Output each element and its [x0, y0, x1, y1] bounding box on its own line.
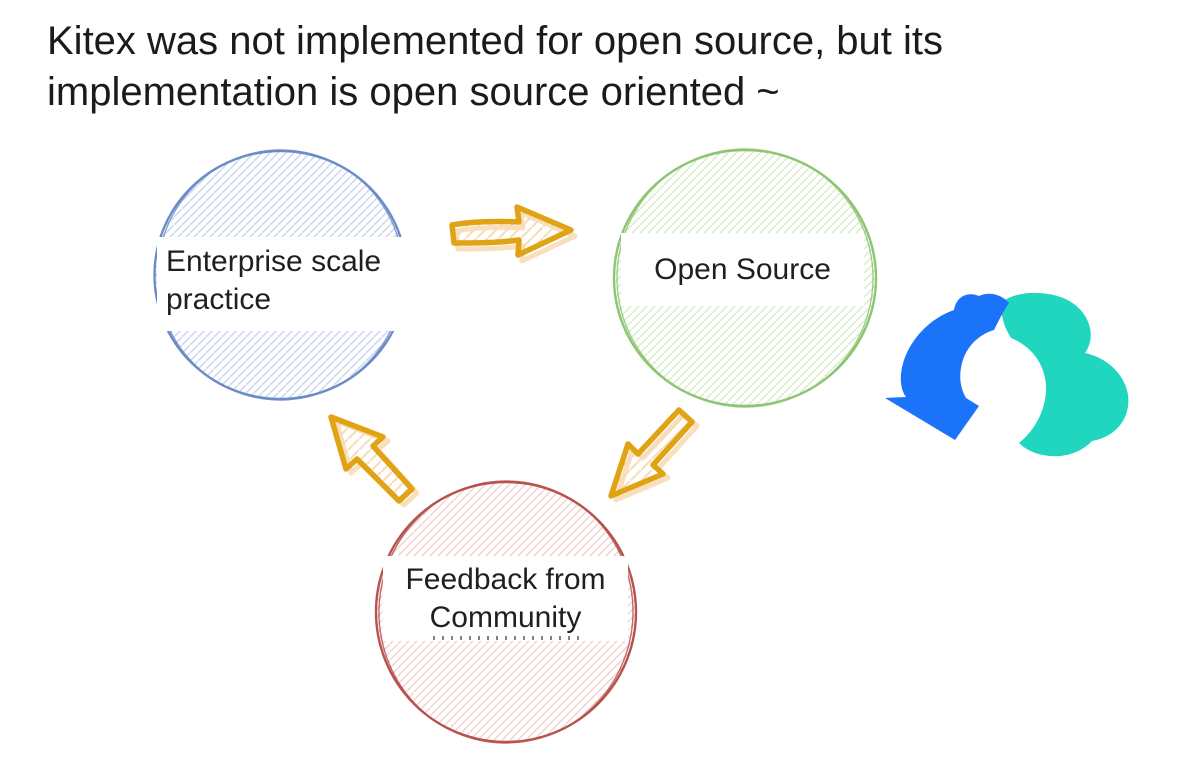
clipped-text-marks [433, 636, 579, 640]
arrow-feedback-to-enterprise [328, 414, 419, 508]
open-source-circle-sketch-stroke [616, 148, 874, 408]
enterprise-label: Enterprise scale practice [157, 237, 412, 331]
enterprise-label-line-1: Enterprise scale [166, 245, 382, 278]
feedback-circle-sketch-stroke [378, 480, 634, 744]
cloudwego-logo [885, 292, 1129, 457]
arrow-opensource-to-feedback [608, 407, 700, 503]
logo-arrow-blue [885, 293, 1009, 440]
up-left-arrow-icon [328, 414, 415, 504]
title-line-1: Kitex was not implemented for open sourc… [47, 19, 944, 63]
logo-cloud-teal [1001, 292, 1129, 457]
feedback-label-line-2: Community [429, 600, 582, 634]
slide-title: Kitex was not implemented for open sourc… [47, 16, 1157, 118]
arrow-enterprise-to-opensource [449, 204, 578, 264]
down-left-arrow-icon [608, 407, 695, 499]
open-source-label-line-1: Open Source [654, 252, 831, 286]
feedback-label: Feedback from Community [383, 556, 628, 641]
enterprise-label-line-2: practice [166, 283, 272, 316]
title-line-2: implementation is open source oriented ~ [47, 70, 780, 114]
open-source-label: Open Source [621, 233, 864, 306]
feedback-label-line-1: Feedback from [405, 562, 606, 596]
right-arrow-icon [449, 204, 574, 258]
